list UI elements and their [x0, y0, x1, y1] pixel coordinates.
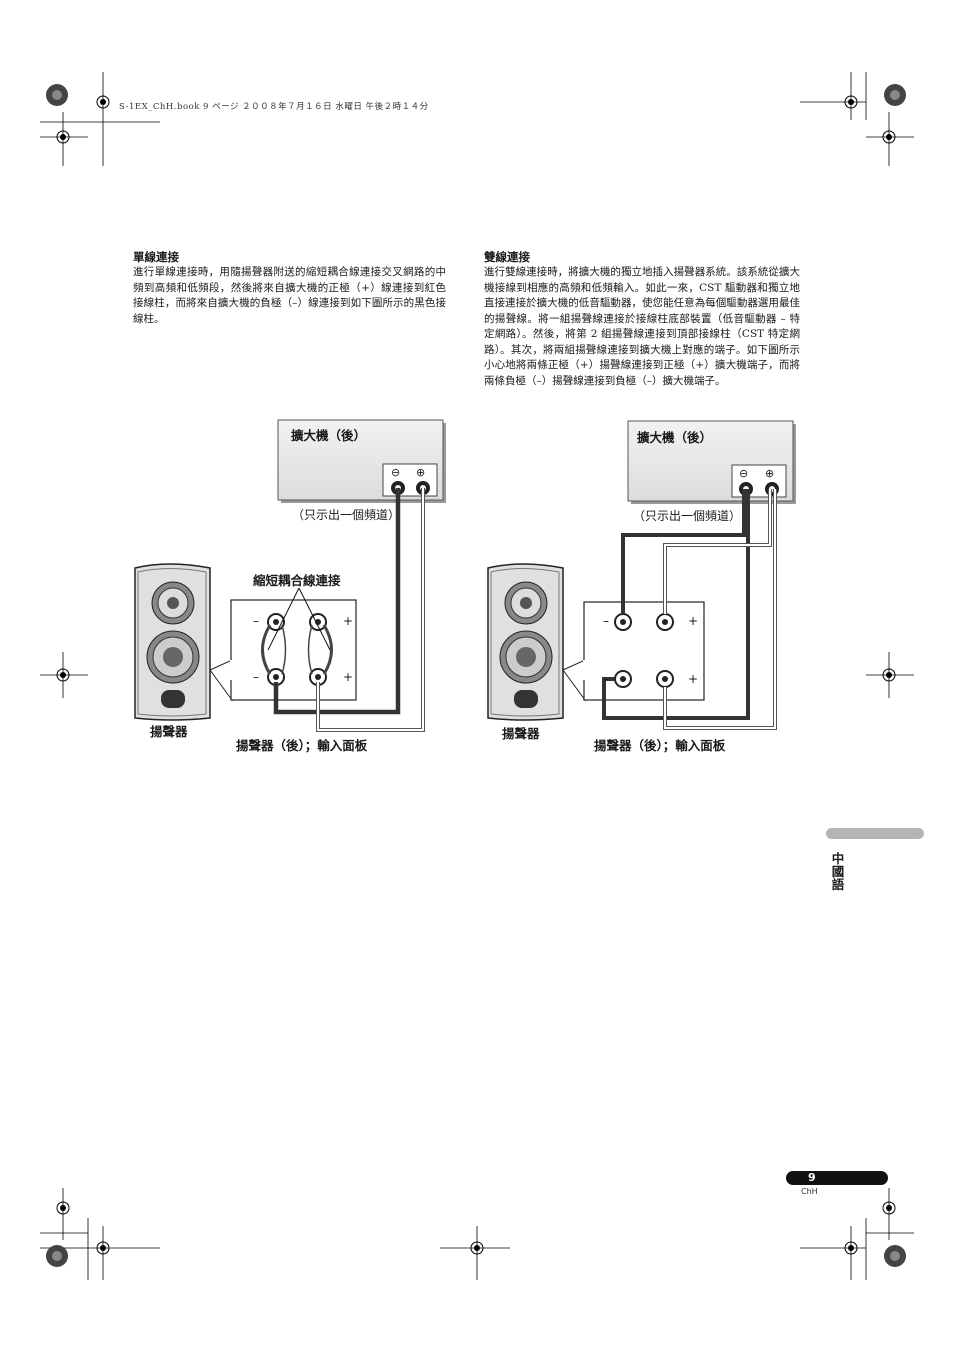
- jumper-label: 縮短耦合線連接: [253, 573, 341, 588]
- right-amplifier-label: 擴大機（後）: [637, 430, 713, 445]
- right-channel-note: （只示出一個頻道）: [633, 509, 742, 523]
- language-tab-bar: [826, 828, 924, 839]
- registration-targets: [46, 84, 906, 1267]
- left-panel-plus-bottom: +: [343, 670, 354, 684]
- left-speaker-label: 揚聲器: [150, 724, 188, 739]
- right-panel-plus-bottom: +: [688, 672, 699, 686]
- right-panel-plus-top: +: [688, 614, 699, 628]
- right-minus-terminal-icon: ⊖: [739, 467, 749, 480]
- single-wire-paragraph: 進行單線連接時，用隨揚聲器附送的縮短耦合線連接交叉網路的中頻到高頻和低頻段，然後…: [133, 266, 446, 325]
- right-speaker-cabinet: [487, 563, 564, 721]
- left-panel-minus-bottom: –: [253, 670, 259, 684]
- page-number-pill: [786, 1171, 888, 1185]
- bi-wire-paragraph: 進行雙線連接時，將擴大機的獨立地插入揚聲器系統。該系統從擴大機接線到相應的高頻和…: [484, 266, 800, 387]
- left-panel-label: 揚聲器（後）；輸入面板: [236, 738, 368, 753]
- left-amplifier: [277, 419, 446, 503]
- right-panel-minus-bottom: –: [603, 672, 609, 686]
- left-minus-terminal-icon: ⊖: [391, 466, 401, 479]
- left-terminal-panel: [209, 587, 357, 702]
- right-wires: [602, 489, 777, 730]
- right-panel-label: 揚聲器（後）；輸入面板: [594, 738, 726, 753]
- right-terminal-panel: [562, 601, 705, 702]
- left-speaker-cabinet: [134, 563, 211, 721]
- page-number: 9: [808, 1171, 816, 1184]
- right-panel-minus-top: –: [603, 614, 609, 628]
- book-header-line: S-1EX_ChH.book 9 ページ ２００８年７月１６日 水曜日 午後２時…: [119, 102, 429, 112]
- language-tab-label: 中國語: [831, 851, 845, 892]
- right-speaker-label: 揚聲器: [502, 726, 540, 741]
- single-wire-heading: 單線連接: [133, 250, 179, 264]
- left-panel-plus-top: +: [343, 614, 354, 628]
- left-channel-note: （只示出一個頻道）: [292, 508, 401, 522]
- left-amplifier-label: 擴大機（後）: [291, 428, 367, 443]
- left-plus-terminal-icon: ⊕: [416, 466, 426, 479]
- left-wires: [273, 488, 425, 732]
- bi-wire-heading: 雙線連接: [484, 250, 530, 264]
- left-panel-minus-top: –: [253, 614, 259, 628]
- page-language-code: ChH: [801, 1187, 818, 1196]
- right-plus-terminal-icon: ⊕: [765, 467, 775, 480]
